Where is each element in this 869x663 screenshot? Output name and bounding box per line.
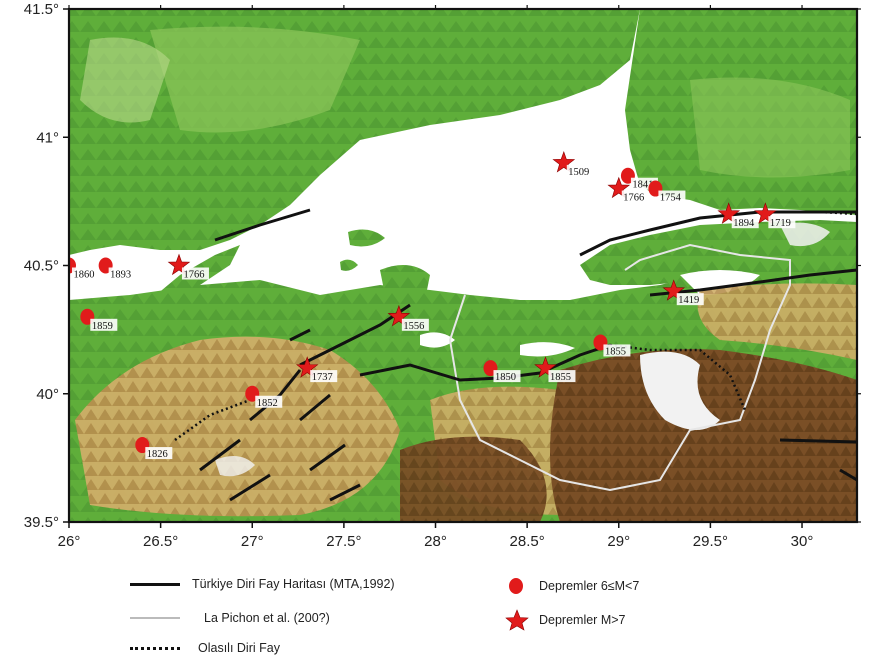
- earthquake-year-label: 1855: [605, 346, 626, 357]
- uludag-snow: [640, 351, 720, 430]
- earthquake-year-label: 1894: [733, 218, 755, 229]
- earthquake-label-bg: [108, 267, 136, 280]
- x-tick-label: 28°: [424, 533, 447, 550]
- small-island: [340, 259, 358, 271]
- legend-quakes-6-7: Depremler 6≤M<7: [507, 577, 639, 595]
- earthquake-year-label: 1419: [678, 295, 699, 306]
- legend-la-pichon: La Pichon et al. (200?): [130, 611, 330, 625]
- legend-fault-map-label: Türkiye Diri Fay Haritası (MTA,1992): [192, 577, 395, 591]
- legend-probable-fault-label: Olasılı Diri Fay: [198, 641, 280, 655]
- y-tick-label: 41.5°: [24, 1, 59, 18]
- legend-fault-line: [130, 582, 180, 586]
- earthquake-label-bg: [493, 370, 521, 383]
- earthquake-label-bg: [548, 370, 576, 383]
- earthquake-label-bg: [676, 293, 704, 306]
- earthquake-label-bg: [90, 318, 118, 331]
- earthquake-year-label: 1893: [110, 270, 131, 281]
- active-faults: [199, 208, 857, 502]
- probable-faults: [174, 210, 857, 442]
- legend-la-pichon-label: La Pichon et al. (200?): [204, 611, 330, 625]
- earthquake-label-bg: [768, 216, 796, 229]
- earthquake-star-marker: [295, 356, 319, 378]
- earthquake-year-label: 1766: [183, 270, 204, 281]
- axis-ticks: 26° 26.5° 27° 27.5° 28° 28.5° 29° 29.5° 30° 41.5°…: [24, 1, 861, 550]
- x-tick-label: 27°: [241, 533, 264, 550]
- earthquake-star-marker: [552, 151, 576, 173]
- x-tick-label: 30°: [791, 533, 814, 550]
- thrace-highland: [150, 26, 360, 133]
- earthquake-label-bg: [658, 190, 686, 203]
- earthquake-year-label: 1556: [403, 321, 424, 332]
- y-tick-label: 40°: [36, 386, 59, 403]
- peak-snow-east: [780, 222, 830, 247]
- earthquake-label-bg: [566, 164, 594, 177]
- earthquake-year-label: 1852: [257, 398, 278, 409]
- earthquake-year-label: 1509: [568, 167, 589, 178]
- kocaeli-highland: [690, 77, 850, 178]
- kapidag-land: [380, 265, 430, 302]
- earthquake-year-label: 1826: [147, 449, 168, 460]
- earthquake-label-bg: [181, 267, 209, 280]
- red-star-icon: [505, 609, 529, 631]
- legend-fault-map: Türkiye Diri Fay Haritası (MTA,1992): [130, 577, 395, 591]
- earthquake-year-label: 1850: [495, 372, 516, 383]
- uludag-mountains: [550, 349, 857, 522]
- earthquake-year-label: 1841: [632, 180, 653, 191]
- earthquake-star-marker: [167, 253, 191, 276]
- uluabat-lake: [520, 342, 575, 357]
- x-tick-label: 27.5°: [326, 533, 361, 550]
- earthquake-label-bg: [310, 370, 338, 383]
- terrain-layer: 1860 1893 1766 1859 1826 1852 1737 1556 1850 1855…: [69, 9, 857, 522]
- eastern-hills: [697, 283, 857, 360]
- legend-la-pichon-line: [130, 617, 180, 619]
- earthquake-year-label: 1754: [660, 193, 682, 204]
- x-tick-label: 28.5°: [510, 533, 545, 550]
- y-tick-label: 39.5°: [24, 514, 59, 531]
- manyas-lake: [420, 332, 455, 348]
- earthquake-label-bg: [255, 395, 283, 408]
- earthquake-layer: 1860 1893 1766 1859 1826 1852 1737 1556 1850 1855…: [69, 151, 796, 460]
- earthquake-label-bg: [731, 216, 759, 229]
- la-pichon-line: [448, 243, 791, 492]
- peak-snow-west: [215, 456, 255, 477]
- earthquake-year-label: 1719: [770, 218, 791, 229]
- earthquake-star-marker: [387, 304, 411, 327]
- earthquake-year-label: 1860: [74, 270, 95, 281]
- x-tick-label: 26.5°: [143, 533, 178, 550]
- earthquake-star-marker: [717, 202, 741, 224]
- earthquake-year-label: 1737: [312, 372, 333, 383]
- legend-probable-fault-line: [130, 646, 180, 650]
- earthquake-star-marker: [534, 356, 557, 378]
- red-circle-icon: [509, 578, 523, 594]
- earthquake-label-bg: [603, 344, 631, 357]
- earthquake-label-bg: [72, 267, 99, 280]
- thrace-hills: [80, 37, 170, 123]
- y-tick-label: 40.5°: [24, 258, 59, 275]
- earthquake-star-marker: [607, 176, 631, 199]
- y-tick-label: 41°: [36, 129, 59, 146]
- legend-probable-fault: Olasılı Diri Fay: [130, 641, 280, 655]
- earthquake-label-bg: [621, 190, 649, 203]
- earthquake-star-marker: [662, 279, 686, 301]
- earthquake-year-label: 1855: [550, 372, 571, 383]
- legend-quakes-gt7: Depremler M>7: [505, 609, 626, 631]
- earthquake-label-bg: [401, 318, 429, 331]
- legend-quakes-6-7-label: Depremler 6≤M<7: [539, 579, 640, 593]
- earthquake-label-bg: [145, 447, 173, 460]
- x-tick-label: 29.5°: [693, 533, 728, 550]
- earthquake-year-label: 1859: [92, 321, 113, 332]
- marmara-island: [348, 229, 385, 247]
- x-tick-label: 29°: [607, 533, 630, 550]
- earthquake-star-marker: [754, 202, 777, 224]
- legend-quakes-gt7-label: Depremler M>7: [539, 613, 626, 627]
- earthquake-year-label: 1766: [623, 193, 644, 204]
- x-tick-label: 26°: [58, 533, 81, 550]
- southern-mountains: [400, 436, 547, 522]
